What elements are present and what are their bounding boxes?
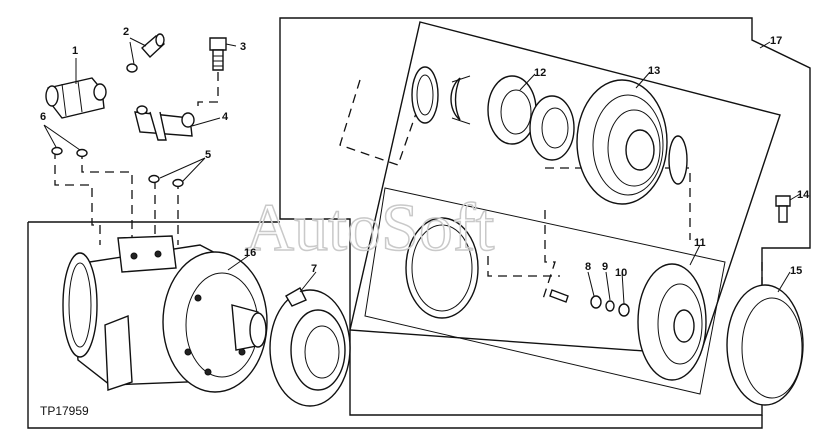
part-14-cap-screw (775, 195, 791, 223)
callout-11: 11 (694, 237, 706, 249)
pulley-sub-frame (364, 187, 726, 395)
part-13-pulley (576, 79, 688, 205)
callout-2: 2 (123, 26, 129, 38)
callout-6: 6 (40, 111, 46, 123)
callout-9: 9 (602, 261, 608, 273)
snap-ring-large (405, 217, 479, 319)
callout-3: 3 (240, 41, 246, 53)
callout-17: 17 (770, 35, 782, 47)
leader-lines (43, 37, 801, 305)
callout-14: 14 (797, 189, 810, 201)
figure-id: TP17959 (40, 404, 89, 418)
part-2-plug (126, 33, 166, 73)
part-16-compressor (62, 235, 268, 393)
part-4-manifold (134, 105, 195, 141)
part-12-bearing (487, 75, 575, 161)
callout-13: 13 (648, 65, 660, 77)
compressor-group-frame (27, 221, 763, 429)
part-7-field-coil (269, 287, 351, 407)
callout-15: 15 (790, 265, 802, 277)
callout-4: 4 (222, 111, 229, 123)
callout-10: 10 (615, 267, 627, 279)
part-6-o-rings (51, 146, 88, 158)
watermark: AutoSoft (245, 189, 494, 265)
callout-12: 12 (534, 67, 546, 79)
parts-8-9-10-hardware (549, 289, 630, 317)
callout-8: 8 (585, 261, 591, 273)
callout-7: 7 (311, 263, 317, 275)
group-17-frame (279, 17, 811, 416)
callout-16: 16 (244, 247, 256, 259)
callout-1: 1 (72, 45, 78, 57)
part-1-fitting (45, 77, 107, 119)
part-3-cap-screw (209, 37, 227, 71)
retaining-rings (411, 66, 471, 125)
part-11-armature (637, 263, 707, 381)
callout-5: 5 (205, 149, 211, 161)
part-5-o-rings (148, 174, 184, 188)
part-15-cover (726, 284, 804, 406)
